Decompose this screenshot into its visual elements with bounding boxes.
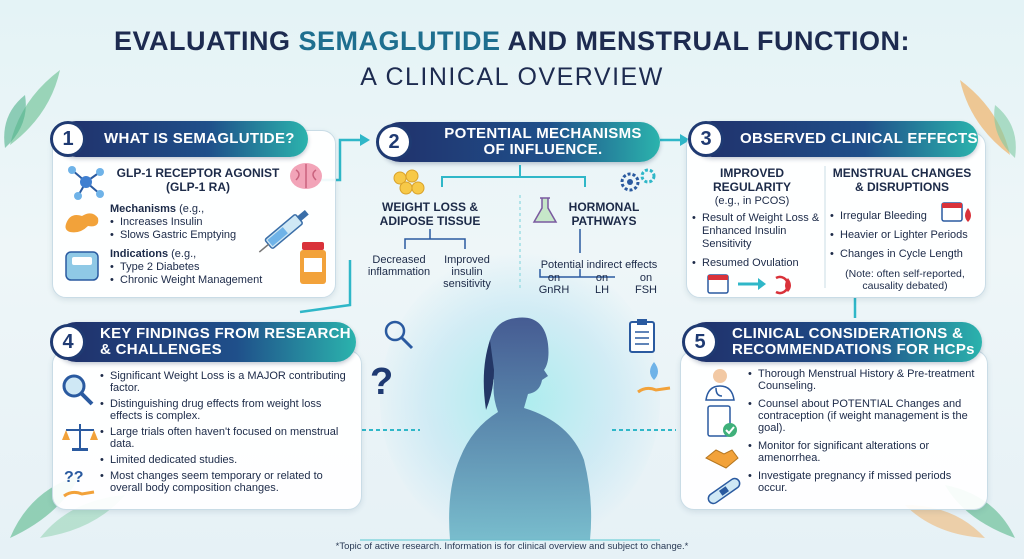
- changes-list: Irregular Bleeding Heavier or Lighter Pe…: [830, 210, 980, 261]
- section4-heading: KEY FINDINGS FROM RESEARCH& CHALLENGES: [100, 325, 351, 358]
- page-subtitle: A CLINICAL OVERVIEW: [360, 63, 664, 91]
- section1-number: 1: [50, 121, 86, 157]
- finding-item: Significant Weight Loss is a MAJOR contr…: [100, 370, 355, 394]
- svg-text:?: ?: [370, 361, 393, 403]
- regularity-list: Result of Weight Loss & Enhanced Insulin…: [692, 212, 822, 270]
- indirect-effects-label: Potential indirect effects: [540, 259, 658, 271]
- fat-cells-icon: [393, 169, 425, 195]
- flask-icon: [532, 197, 558, 223]
- section3-header: OBSERVED CLINICAL EFFECTS: [694, 121, 978, 157]
- section3-divider: [824, 166, 826, 288]
- improved-regularity-label: IMPROVED REGULARITY (e.g., in PCOS): [713, 166, 791, 207]
- change-item: Irregular Bleeding: [830, 210, 980, 223]
- glp1-label: GLP-1 RECEPTOR AGONIST (GLP-1 RA): [116, 166, 280, 194]
- findings-list: Significant Weight Loss is a MAJOR contr…: [100, 370, 355, 494]
- questions-hand-icon: ??: [63, 469, 95, 498]
- change-item: Heavier or Lighter Periods: [830, 229, 980, 242]
- regularity-item: Result of Weight Loss & Enhanced Insulin…: [692, 212, 822, 251]
- section3-heading: OBSERVED CLINICAL EFFECTS: [740, 130, 978, 147]
- handshake-icon: [705, 449, 739, 469]
- section5-heading: CLINICAL CONSIDERATIONS &RECOMMENDATIONS…: [732, 325, 975, 358]
- changes-note: (Note: often self-reported, causality de…: [845, 268, 965, 292]
- section4-number: 4: [50, 324, 86, 360]
- molecule-icon: [68, 166, 104, 200]
- mechanisms-block: Mechanisms (e.g., Increases Insulin Slow…: [110, 203, 270, 242]
- improved-insulin-label: Improved insulin sensitivity: [443, 254, 491, 290]
- recommendation-item: Thorough Menstrual History & Pre-treatme…: [748, 368, 982, 392]
- balance-scale-icon: [62, 424, 98, 451]
- mechanism-item: Increases Insulin: [110, 216, 270, 229]
- decreased-inflammation-label: Decreased inflammation: [367, 254, 431, 278]
- recommendation-item: Investigate pregnancy if missed periods …: [748, 470, 982, 494]
- woman-silhouette-icon: [449, 317, 592, 540]
- indication-item: Type 2 Diabetes: [110, 261, 280, 274]
- leaf-decoration-icon: [4, 70, 60, 148]
- change-item: Changes in Cycle Length: [830, 248, 980, 261]
- hormonal-pathways-label: HORMONAL PATHWAYS: [568, 200, 640, 228]
- mechanism-tree: [404, 165, 615, 290]
- finding-item: Distinguishing drug effects from weight …: [100, 398, 355, 422]
- clipboard-icon: [629, 319, 655, 353]
- pregnancy-test-icon: [707, 477, 741, 505]
- finding-item: Large trials often haven't focused on me…: [100, 426, 355, 450]
- finding-item: Limited dedicated studies.: [100, 454, 355, 466]
- indication-item: Chronic Weight Management: [110, 274, 280, 287]
- indications-block: Indications (e.g., Type 2 Diabetes Chron…: [110, 248, 280, 287]
- syringe-icon: [258, 209, 309, 253]
- svg-text:??: ??: [64, 469, 84, 486]
- section1-heading: WHAT IS SEMAGLUTIDE?: [104, 130, 295, 147]
- brain-icon: [290, 163, 322, 189]
- menstrual-changes-label: MENSTRUAL CHANGES & DISRUPTIONS: [832, 166, 972, 194]
- section3-number: 3: [688, 121, 724, 157]
- hand-drop-icon: [637, 362, 671, 394]
- doctor-icon: [705, 369, 735, 401]
- scale-icon: [65, 251, 99, 281]
- finding-item: Most changes seem temporary or related t…: [100, 470, 355, 494]
- mechanism-item: Slows Gastric Emptying: [110, 229, 270, 242]
- weight-loss-label: WEIGHT LOSS & ADIPOSE TISSUE: [379, 200, 481, 228]
- recommendation-item: Counsel about POTENTIAL Changes and cont…: [748, 398, 982, 434]
- gears-icon: [620, 168, 656, 192]
- section1-header: WHAT IS SEMAGLUTIDE?: [58, 121, 308, 157]
- pancreas-icon: [65, 213, 99, 233]
- checklist-icon: [707, 405, 737, 437]
- recommendations-list: Thorough Menstrual History & Pre-treatme…: [748, 368, 982, 494]
- magnifier-icon: [384, 320, 414, 350]
- cycle-calendar-icon: [707, 274, 791, 295]
- leaf-decoration-icon: [960, 80, 1016, 158]
- magnifier-icon: [62, 374, 94, 406]
- medication-bottle-icon: [300, 242, 326, 284]
- section5-number: 5: [682, 324, 718, 360]
- regularity-item: Resumed Ovulation: [692, 257, 822, 270]
- section5-header: CLINICAL CONSIDERATIONS &RECOMMENDATIONS…: [686, 322, 982, 362]
- footnote: *Topic of active research. Information i…: [335, 541, 689, 552]
- question-mark-icon: ?: [370, 361, 393, 403]
- section4-header: KEY FINDINGS FROM RESEARCH& CHALLENGES: [56, 322, 356, 362]
- section2-number: 2: [376, 124, 412, 160]
- recommendation-item: Monitor for significant alterations or a…: [748, 440, 982, 464]
- page-title: EVALUATING SEMAGLUTIDE AND MENSTRUAL FUN…: [114, 26, 910, 56]
